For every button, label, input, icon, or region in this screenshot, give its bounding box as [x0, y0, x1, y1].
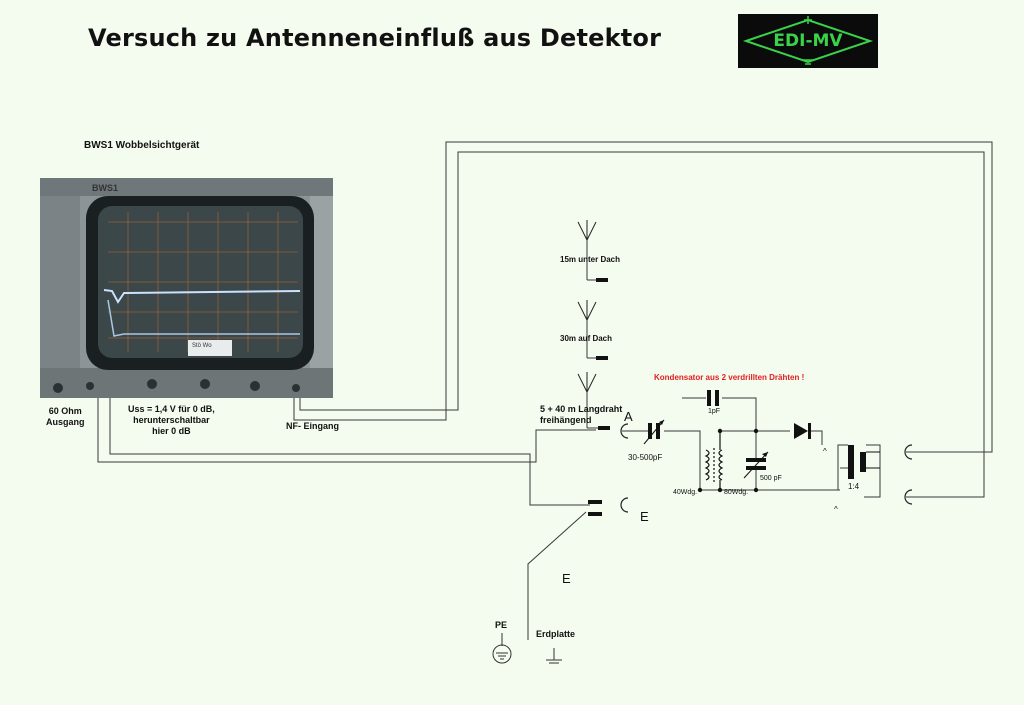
e-bottom-label: E [562, 571, 571, 586]
uss-label: Uss = 1,4 V für 0 dB, herunterschaltbar … [128, 404, 215, 436]
pe-ground-icon [492, 633, 512, 664]
wire-nf-outer [293, 141, 993, 453]
socket-E-icon [620, 497, 629, 513]
wire-out-2 [109, 398, 590, 506]
screen-trace [103, 289, 301, 304]
device-panel-text: BWS1 [92, 183, 119, 193]
transformer-label: 1:4 [848, 482, 860, 491]
antenna-longwire-icon [577, 372, 597, 393]
oscilloscope-photo [40, 178, 333, 398]
output-label: 60 Ohm Ausgang [46, 406, 85, 427]
longwire-label: 5 + 40 m Langdraht freihängend [540, 404, 623, 425]
page-title: Versuch zu Antenneneinfluß aus Detektor [88, 24, 662, 52]
coil-80-label: 80Wdg. [724, 489, 749, 496]
erdplatte-label: Erdplatte [536, 629, 576, 639]
antenna-15m-icon [577, 220, 597, 241]
wire-nf-inner [299, 151, 985, 498]
coil-icon [704, 431, 724, 490]
cap-500-label: 500 pF [760, 475, 782, 482]
e-top-label: E [640, 509, 649, 524]
capacitor-500pf-icon [743, 451, 769, 479]
caret-2: ^ [834, 505, 838, 514]
screen-grid [108, 212, 298, 352]
screen-trace-lower [107, 299, 300, 337]
coil-40-label: 40Wdg. [673, 489, 698, 496]
caret-1: ^ [823, 447, 827, 456]
antenna-15m-label: 15m unter Dach [560, 255, 621, 264]
socket-out-top-icon [904, 444, 913, 460]
diode-icon [794, 423, 811, 439]
device-name: BWS1 Wobbelsichtgerät [84, 140, 200, 151]
socket-A-icon [620, 423, 629, 439]
socket-out-bottom-icon [904, 489, 913, 505]
capacitor-note: Kondensator aus 2 verdrillten Drähten ! [654, 373, 805, 382]
wire-ground [527, 511, 587, 640]
capacitor-1pf-icon [707, 390, 719, 406]
cap-var-label: 30-500pF [628, 453, 663, 462]
nf-input-label: NF- Eingang [286, 421, 339, 431]
edi-mv-logo: EDI-MV [738, 14, 878, 68]
screen-tag: Stö Wo [192, 343, 212, 349]
cap-1pf-label: 1pF [708, 408, 721, 415]
antenna-30m-label: 30m auf Dach [560, 334, 613, 343]
earth-plate-icon [546, 648, 562, 664]
variable-capacitor-icon [643, 419, 665, 445]
logo-text: EDI-MV [773, 31, 843, 51]
pe-label: PE [495, 620, 508, 630]
transformer-icon [848, 445, 880, 479]
antenna-30m-icon [577, 300, 597, 321]
socket-a-label: A [624, 409, 633, 424]
wire-out-1 [97, 398, 596, 463]
plug-E-2 [588, 512, 602, 516]
plug-E-1 [588, 500, 602, 504]
